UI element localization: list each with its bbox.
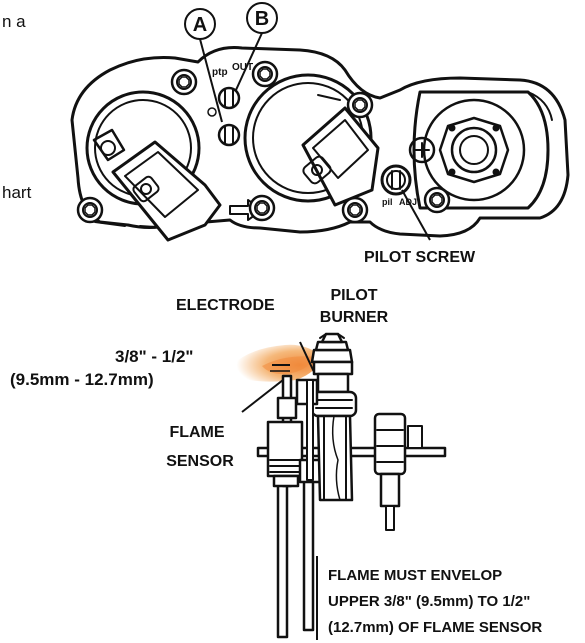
callout-a: A (184, 8, 223, 123)
pilot-assembly (256, 332, 447, 639)
flame-note-line1: FLAME MUST ENVELOP (328, 567, 502, 584)
pilot-adjust-screw (380, 164, 412, 196)
pilot-tube (302, 478, 315, 632)
gap-imperial-label: 3/8" - 1/2" (115, 347, 194, 366)
left-wire-connector (92, 128, 222, 242)
pilot-burner-label-line2: BURNER (320, 309, 389, 326)
valve-body-outline (70, 46, 570, 238)
cropped-text-middle: hart (2, 183, 32, 202)
pilot-burner-label-line1: PILOT (330, 287, 377, 304)
center-wire-connector (301, 94, 380, 207)
port-label-pil: pil (382, 197, 393, 207)
flame-note-line2: UPPER 3/8" (9.5mm) TO 1/2" (328, 593, 530, 610)
callout-b: B (235, 2, 278, 91)
gap-metric-label: (9.5mm - 12.7mm) (10, 370, 154, 389)
port-label-ptp: ptp (212, 67, 228, 78)
bolt-icon (251, 60, 279, 88)
flame-sensor-rod (276, 483, 289, 639)
flame-sensor-label-line1: FLAME (169, 424, 224, 441)
bolt-icon (248, 194, 276, 222)
callout-b-letter: B (255, 8, 269, 30)
electrode-label: ELECTRODE (176, 297, 275, 314)
bolt-icon (346, 91, 374, 119)
pressure-tap-screws (207, 86, 241, 147)
right-housing (408, 90, 553, 210)
callout-a-letter: A (193, 14, 207, 36)
cropped-text-top: n a (2, 12, 26, 31)
flame-note-line3: (12.7mm) OF FLAME SENSOR (328, 619, 542, 636)
bolt-icon (76, 196, 104, 224)
port-label-out: OUT (232, 62, 253, 73)
bolt-icon (170, 68, 198, 96)
bolt-icon (423, 186, 451, 214)
pilot-screw-label: PILOT SCREW (364, 249, 476, 266)
flame-sensor-label-line2: SENSOR (166, 453, 234, 470)
electrode-leader (299, 341, 315, 373)
pilot-screw-leader (401, 189, 431, 241)
flame-sensor-leader (241, 379, 284, 413)
gas-valve (70, 46, 570, 242)
bolt-icon (341, 196, 369, 224)
